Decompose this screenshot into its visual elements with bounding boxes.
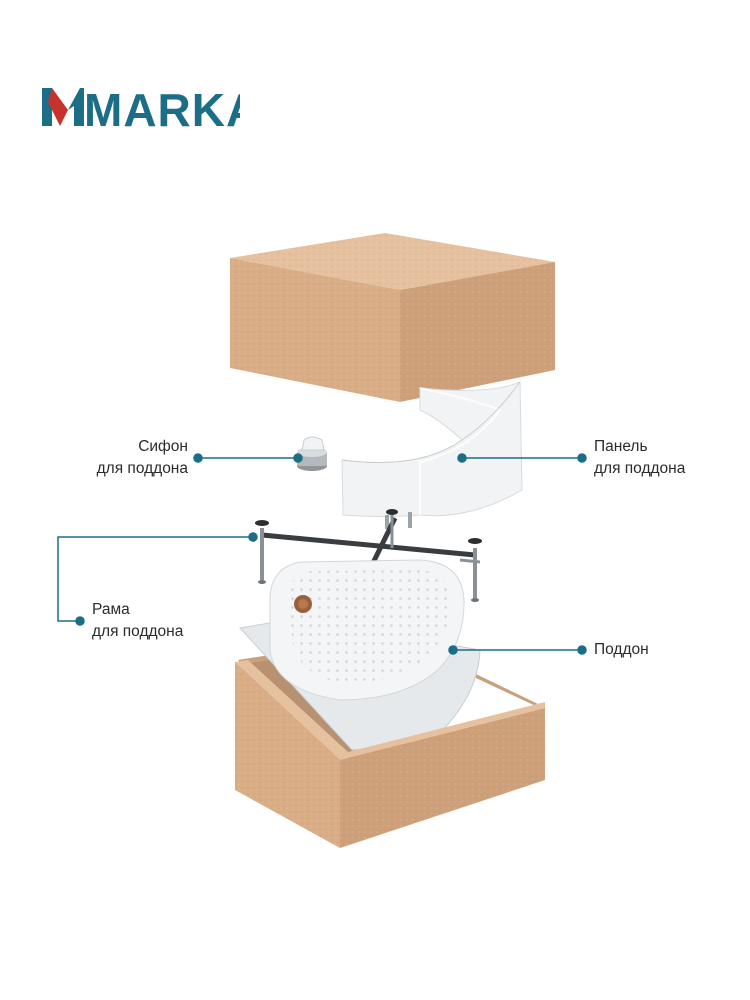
callout-siphon-line2: для поддона (96, 460, 188, 477)
marka-logo: MARKA (42, 84, 240, 130)
callout-label-frame: Рама для поддона (92, 599, 183, 643)
logo-text: MARKA (84, 84, 240, 130)
callout-dot-siphon-right (293, 453, 303, 463)
callout-dot-panel-left (457, 453, 467, 463)
callout-dot-siphon-left (193, 453, 203, 463)
callout-panel-line2: для поддона (594, 460, 686, 477)
callout-siphon-line1: Сифон (138, 438, 188, 455)
callout-tray-line1: Поддон (594, 641, 649, 658)
callout-panel-line1: Панель (594, 438, 648, 455)
callout-label-tray: Поддон (594, 639, 649, 661)
callout-dot-tray-right (577, 645, 587, 655)
callout-dot-panel-right (577, 453, 587, 463)
callout-dot-frame-left (75, 616, 85, 626)
top-packaging-box (230, 233, 555, 402)
tray-panel (341, 381, 523, 529)
callout-label-siphon: Сифон для поддона (76, 436, 188, 480)
callout-lines (57, 453, 587, 655)
shower-tray (239, 559, 481, 751)
callout-label-panel: Панель для поддона (594, 436, 685, 480)
callout-frame-line1: Рама (92, 601, 130, 618)
callout-frame-line2: для поддона (92, 623, 184, 640)
callout-dot-frame-right (248, 532, 258, 542)
logo-m-accent (48, 88, 68, 126)
callout-dot-tray-left (448, 645, 458, 655)
bottom-box-front (235, 660, 545, 848)
siphon-part (297, 436, 327, 471)
logo-m-letter-right (68, 88, 84, 126)
